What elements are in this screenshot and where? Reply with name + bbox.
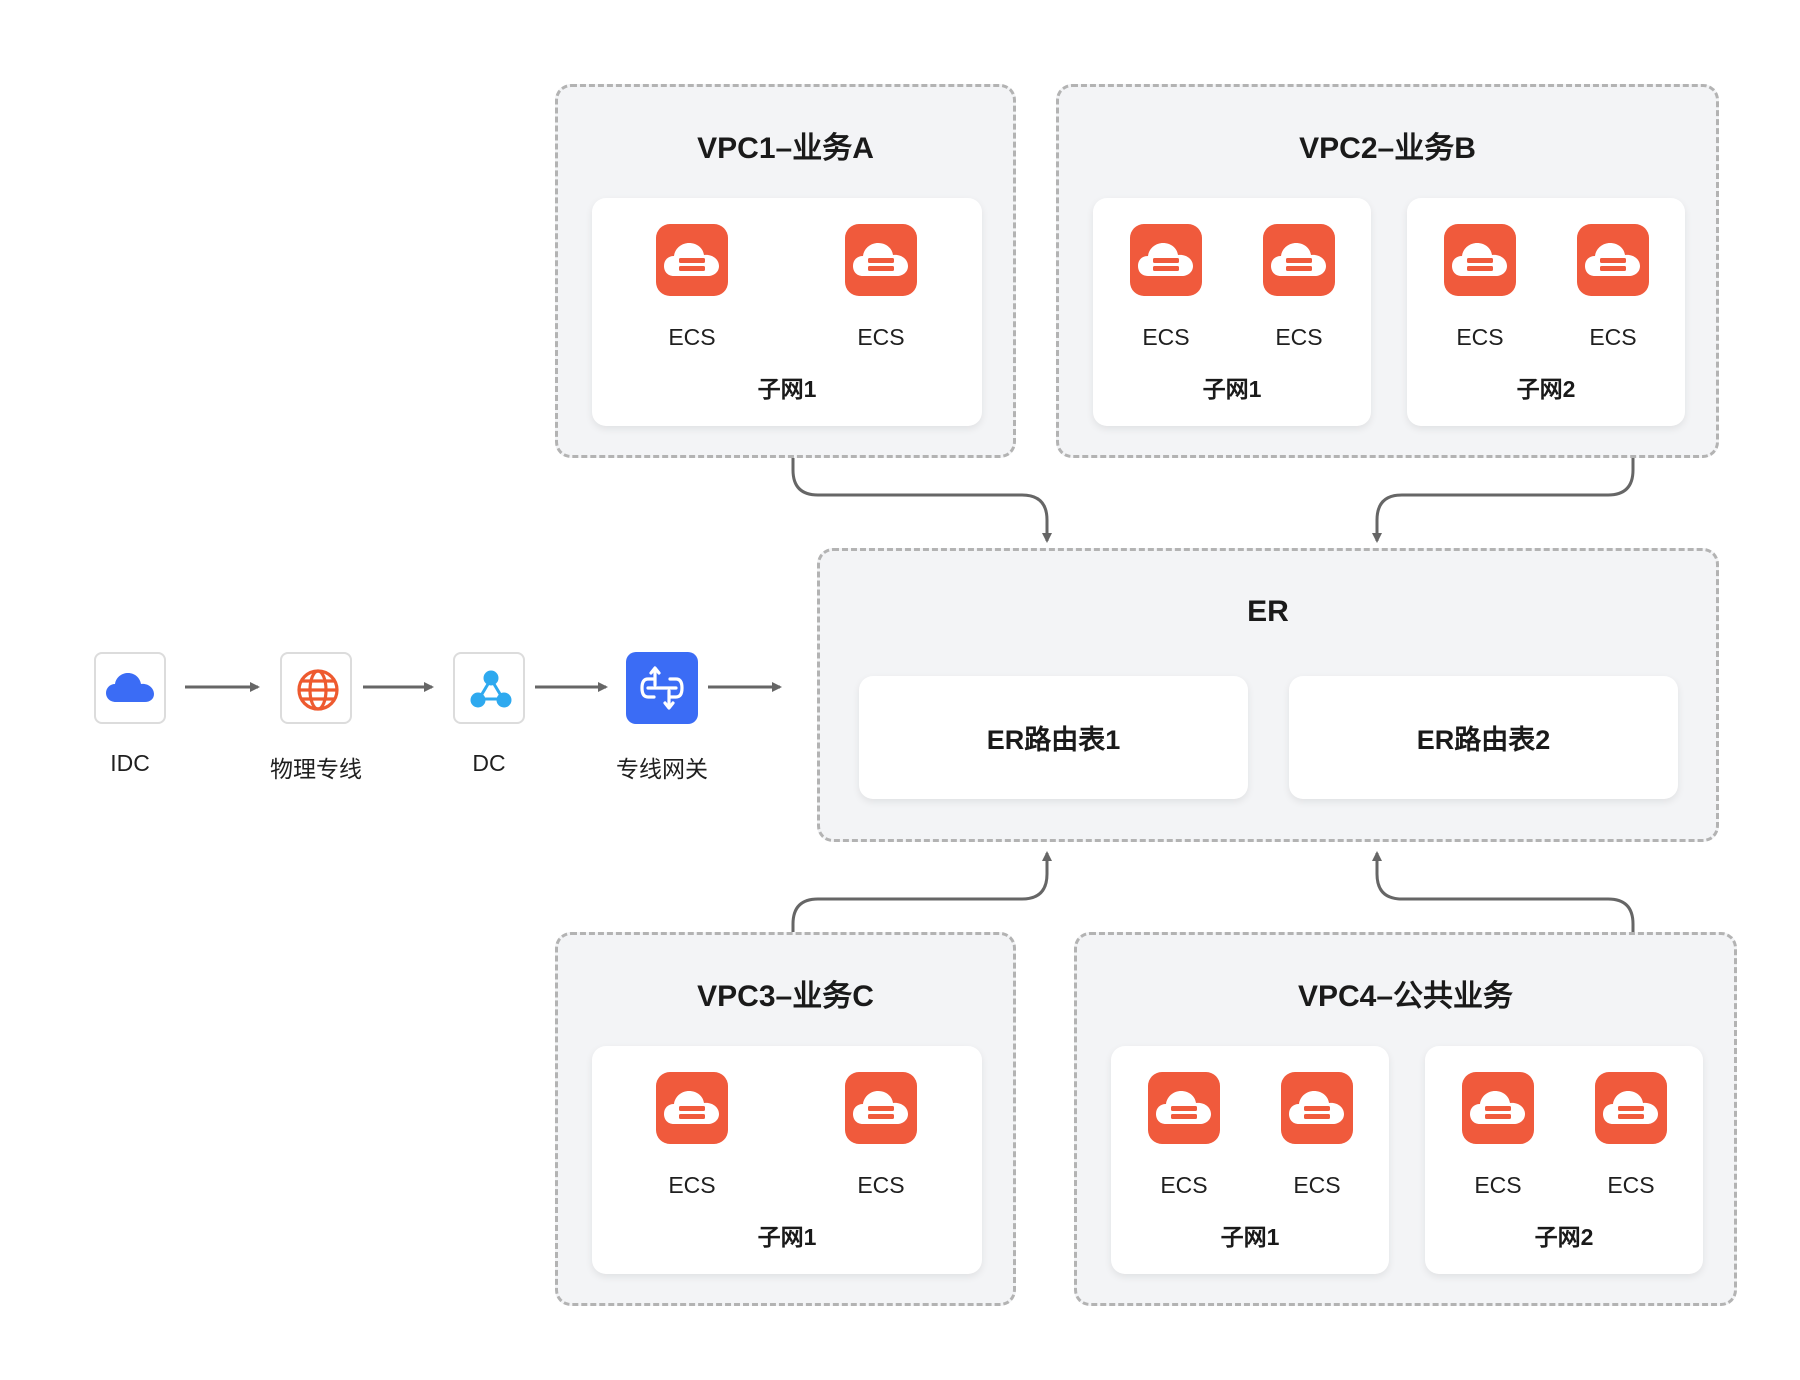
vpc-title: VPC1–业务A [697,132,874,165]
ecs-label: ECS [1456,324,1504,350]
ecs-label: ECS [1160,1172,1208,1198]
er-container: ER ER路由表1 ER路由表2 [817,548,1719,842]
ecs-server-icon [656,224,728,296]
subnet-label: 子网1 [1220,1224,1280,1250]
ecs-label: ECS [1607,1172,1655,1198]
ecs-server-icon [845,224,917,296]
globe-icon [280,652,352,724]
ecs-server-icon [1263,224,1335,296]
subnet-card: ECS ECS 子网1 [1111,1046,1389,1274]
ecs-server-icon [1281,1072,1353,1144]
ecs-server-icon [1462,1072,1534,1144]
ecs-server-icon [1130,224,1202,296]
dc-label: DC [472,750,506,776]
subnet-label: 子网1 [757,1224,817,1250]
physical-line-node: 物理专线 [270,652,362,782]
gateway-icon [626,652,698,724]
subnet-card: ECS ECS 子网1 [592,1046,982,1274]
subnet-card: ECS ECS 子网2 [1407,198,1685,426]
ecs-label: ECS [1589,324,1637,350]
ecs-instance[interactable]: ECS [1568,224,1658,354]
vpc-title: VPC3–业务C [697,980,874,1013]
vpc-container-4: VPC4–公共业务 ECS ECS 子网1 ECS ECS 子网2 [1074,932,1737,1306]
ecs-instance[interactable]: ECS [1121,224,1211,354]
ecs-label: ECS [857,324,905,350]
er-route-table-2[interactable]: ER路由表2 [1289,676,1678,799]
ecs-label: ECS [1142,324,1190,350]
arrow-vpc2-to-er [1372,455,1635,543]
ecs-label: ECS [668,1172,716,1198]
arrow-vpc3-to-er [791,851,1052,942]
ecs-instance[interactable]: ECS [647,224,737,354]
ecs-server-icon [1577,224,1649,296]
ecs-instance[interactable]: ECS [1435,224,1525,354]
arrow-vpc1-to-er [791,455,1052,543]
cloud-icon [94,652,166,724]
dc-gateway-node: 专线网关 [616,652,708,782]
physical-line-label: 物理专线 [270,756,362,782]
subnet-card: ECS ECS 子网2 [1425,1046,1703,1274]
ecs-instance[interactable]: ECS [1586,1072,1676,1202]
ecs-label: ECS [1275,324,1323,350]
ecs-instance[interactable]: ECS [647,1072,737,1202]
idc-node: IDC [94,652,166,776]
vpc-container-2: VPC2–业务B ECS ECS 子网1 ECS ECS 子网2 [1056,84,1719,458]
ecs-instance[interactable]: ECS [836,224,926,354]
ecs-instance[interactable]: ECS [1139,1072,1229,1202]
er-title: ER [1247,595,1289,628]
ecs-label: ECS [857,1172,905,1198]
vpc-container-3: VPC3–业务C ECS ECS 子网1 [555,932,1016,1306]
ecs-label: ECS [1474,1172,1522,1198]
subnet-label: 子网2 [1534,1224,1594,1250]
ecs-server-icon [656,1072,728,1144]
vpc-title: VPC2–业务B [1299,132,1476,165]
network-node-icon [453,652,525,724]
ecs-instance[interactable]: ECS [1453,1072,1543,1202]
ecs-server-icon [845,1072,917,1144]
subnet-card: ECS ECS 子网1 [592,198,982,426]
ecs-label: ECS [1293,1172,1341,1198]
arrow-vpc4-to-er [1372,851,1635,942]
er-route-table-1[interactable]: ER路由表1 [859,676,1248,799]
subnet-card: ECS ECS 子网1 [1093,198,1371,426]
subnet-label: 子网1 [1202,376,1262,402]
ecs-instance[interactable]: ECS [836,1072,926,1202]
ecs-label: ECS [668,324,716,350]
dc-gateway-label: 专线网关 [616,756,708,782]
ecs-instance[interactable]: ECS [1254,224,1344,354]
vpc-container-1: VPC1–业务A ECS ECS 子网1 [555,84,1016,458]
vpc-title: VPC4–公共业务 [1297,980,1514,1013]
ecs-instance[interactable]: ECS [1272,1072,1362,1202]
ecs-server-icon [1444,224,1516,296]
subnet-label: 子网2 [1516,376,1576,402]
idc-label: IDC [110,750,150,776]
ecs-server-icon [1595,1072,1667,1144]
ecs-server-icon [1148,1072,1220,1144]
dc-node: DC [453,652,525,776]
subnet-label: 子网1 [757,376,817,402]
